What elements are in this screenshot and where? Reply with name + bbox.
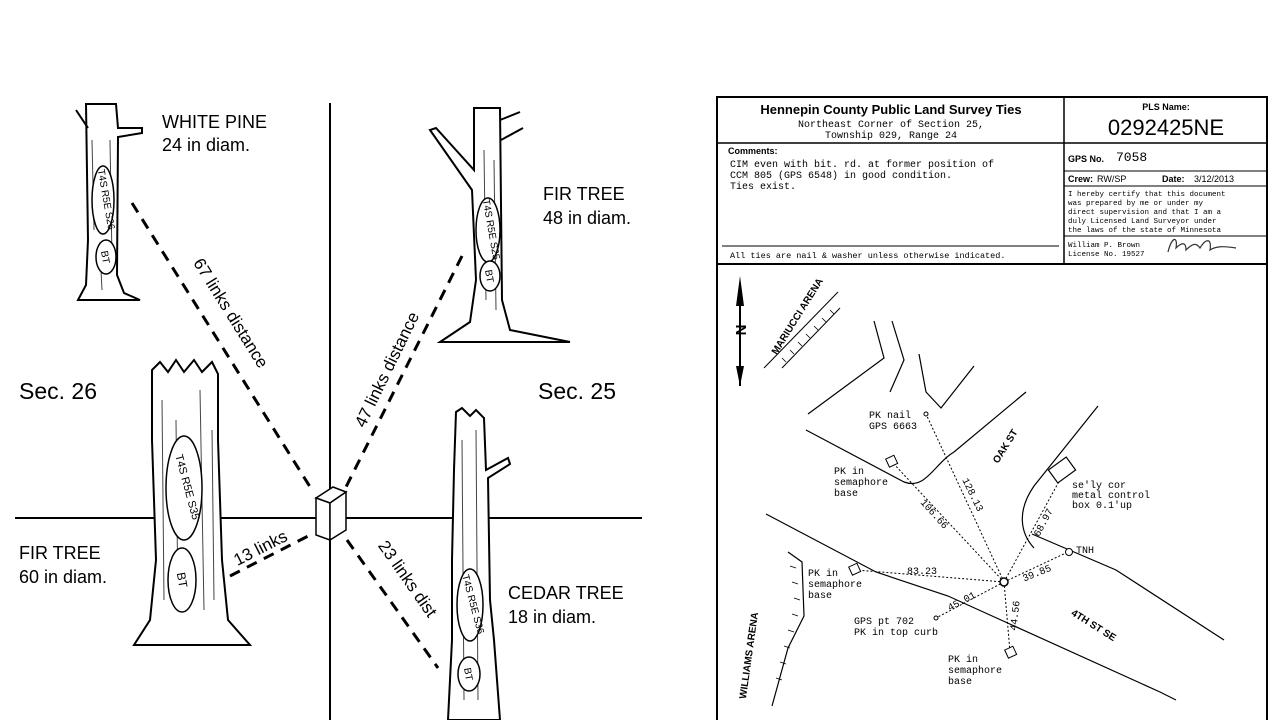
tie-label: PK in top curb [854, 627, 938, 639]
distance-label: 23 links dist [374, 537, 441, 621]
bt-label: BT [174, 571, 191, 589]
tie-label: semaphore [834, 477, 888, 489]
tie-distance: 83.23 [907, 567, 937, 578]
tree-cedar-icon: T4S R5E S36 BT [446, 406, 512, 720]
bt-label: BT [461, 667, 474, 681]
certification-line: duly Licensed Land Surveyor under [1068, 218, 1217, 226]
tie-label: base [808, 590, 832, 602]
sheet-title: Hennepin County Public Land Survey Ties [760, 102, 1021, 117]
comments-label: Comments: [728, 146, 778, 156]
williams-arena-outline [771, 551, 805, 707]
certification-line: direct supervision and that I am a [1068, 209, 1222, 217]
tree-fir-48-icon: T4S R5E S25 BT [428, 107, 571, 343]
distance-line-fir-60 [229, 531, 315, 578]
north-arrow-icon [736, 276, 744, 386]
survey-tie-sheet: Hennepin County Public Land Survey Ties … [716, 96, 1268, 720]
tie-label: semaphore [808, 579, 862, 591]
tree-white-pine-icon: T4S R5E S26 BT [75, 103, 143, 301]
fourth-street-curbs [765, 513, 1225, 701]
distance-label: 67 links distance [189, 255, 272, 372]
pls-label: PLS Name: [1142, 102, 1190, 112]
tie-label: GPS 6663 [869, 422, 917, 433]
tree-species-label: FIR TREE [543, 184, 625, 204]
bt-label: BT [482, 269, 495, 283]
tie-label: base [834, 488, 858, 500]
north-label: N [733, 325, 750, 336]
tie-label: box 0.1'up [1072, 500, 1132, 512]
tie-label: metal control [1072, 490, 1150, 502]
tie-label: TNH [1076, 546, 1094, 557]
tree-diameter-label: 24 in diam. [162, 135, 250, 155]
comment-line: CIM even with bit. rd. at former positio… [730, 159, 994, 171]
date-label: Date: [1162, 174, 1185, 184]
gps-label: GPS No. [1068, 154, 1104, 164]
comment-line: CCM 805 (GPS 6548) in good condition. [730, 170, 952, 182]
tree-fir-60-icon: T4S R5E S35 BT [132, 358, 253, 646]
oak-street-curbs [805, 320, 1099, 549]
control-box-icon [1047, 456, 1077, 484]
corner-monument-icon [999, 577, 1009, 587]
corner-post-icon [314, 486, 348, 542]
certification-line: I hereby certify that this document [1068, 191, 1226, 199]
semaphore-base-icon [1004, 645, 1018, 659]
bt-label: BT [98, 250, 111, 264]
certification-line: was prepared by me or under my [1068, 200, 1204, 208]
distance-label: 47 links distance [351, 309, 423, 430]
semaphore-base-icon [848, 562, 862, 576]
tie-label: semaphore [948, 665, 1002, 677]
tie-distance: 44.56 [1009, 600, 1023, 631]
pk-nail-point-icon [923, 411, 929, 417]
signature-icon [1167, 238, 1237, 253]
bearing-tree-diagram: T4S R5E S26 BT T4S R5E S25 BT T4S R5E S3… [15, 103, 642, 720]
certification-line: the laws of the state of Minnesota [1068, 227, 1222, 235]
tree-diameter-label: 48 in diam. [543, 208, 631, 228]
tie-label: PK in [834, 466, 864, 478]
tie-label: se'ly cor [1072, 480, 1126, 492]
tree-diameter-label: 60 in diam. [19, 567, 107, 587]
tree-species-label: CEDAR TREE [508, 583, 624, 603]
distance-line-cedar [345, 539, 440, 669]
gps-value: 7058 [1116, 150, 1147, 165]
comments-footer: All ties are nail & washer unless otherw… [730, 251, 1005, 261]
tie-label: PK in [808, 568, 838, 580]
gps-point-icon [933, 615, 939, 621]
comment-line: Ties exist. [730, 181, 796, 193]
section-label-west: Sec. 26 [19, 378, 97, 404]
date-value: 3/12/2013 [1194, 174, 1234, 184]
distance-line-fir-48 [344, 255, 464, 488]
manhole-icon [1065, 548, 1073, 556]
surveyor-license: License No. 19527 [1068, 251, 1145, 259]
section-label-east: Sec. 25 [538, 378, 616, 404]
tree-species-label: FIR TREE [19, 543, 101, 563]
tie-lines [855, 413, 1069, 653]
surveyor-name: William P. Brown [1068, 242, 1140, 250]
pls-value: 0292425NE [1108, 115, 1224, 140]
mariucci-arena-outline [763, 291, 841, 369]
tie-label: base [948, 676, 972, 688]
sheet-subtitle: Township 029, Range 24 [825, 130, 957, 142]
crew-value: RW/SP [1097, 174, 1126, 184]
tie-label: PK in [948, 654, 978, 666]
tie-label: GPS pt 702 [854, 617, 914, 628]
semaphore-base-icon [885, 454, 899, 468]
tree-diameter-label: 18 in diam. [508, 607, 596, 627]
tie-label: PK nail [869, 410, 911, 422]
tree-species-label: WHITE PINE [162, 112, 267, 132]
sheet-subtitle: Northeast Corner of Section 25, [798, 119, 984, 131]
crew-label: Crew: [1068, 174, 1093, 184]
